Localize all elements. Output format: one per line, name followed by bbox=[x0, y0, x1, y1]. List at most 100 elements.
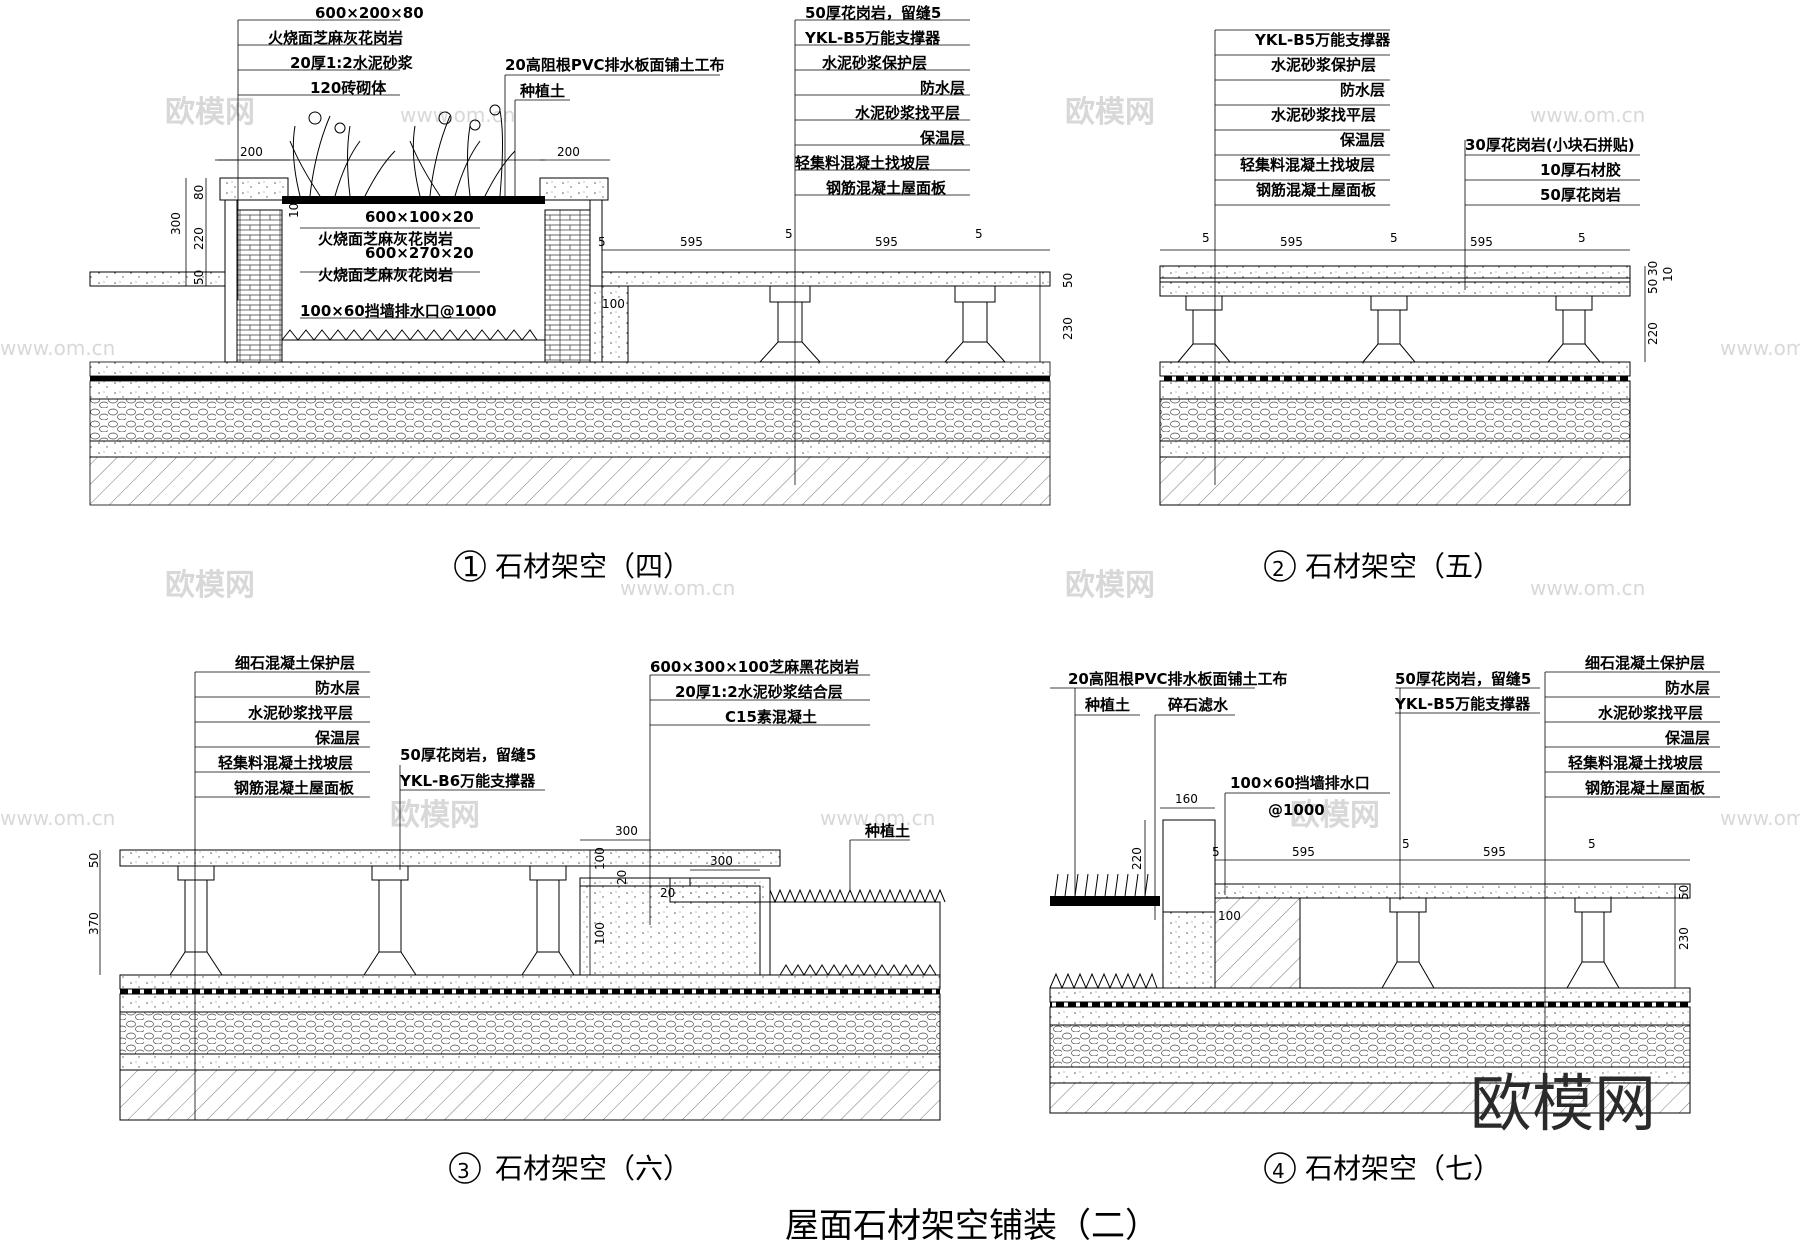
watermark-logo: 欧模网 bbox=[1470, 1067, 1656, 1140]
label-slope-layer: 轻集料混凝土找坡层 bbox=[218, 754, 353, 772]
label-slab: 钢筋混凝土屋面板 bbox=[1256, 181, 1377, 199]
leader-lines bbox=[215, 19, 970, 485]
watermarks: 欧模网 www.om.cn 欧模网 www.om.cn 欧模网 www.om.c… bbox=[0, 95, 1800, 833]
plant-symbols bbox=[289, 104, 516, 197]
dim-span: 595 bbox=[1483, 845, 1506, 859]
drainage-board bbox=[1049, 972, 1158, 990]
detail-3: 细石混凝土保护层 防水层 水泥砂浆找平层 保温层 轻集料混凝土找坡层 钢筋混凝土… bbox=[87, 654, 946, 1185]
watermark-url: www.om.cn bbox=[620, 576, 735, 600]
insulation-layer bbox=[89, 398, 1051, 442]
label-granite-slab: 50厚花岗岩，留缝5 bbox=[1395, 670, 1531, 688]
dim-gap: 5 bbox=[1390, 231, 1398, 245]
label-pedestal: YKL-B6万能支撑器 bbox=[399, 772, 536, 790]
dim-span: 595 bbox=[875, 235, 898, 249]
dim-gap: 5 bbox=[1588, 837, 1596, 851]
pedestal-support bbox=[169, 865, 575, 976]
label-pvc-drainage: 20高阻根PVC排水板面铺土工布 bbox=[505, 56, 725, 74]
planter-soil-line bbox=[1050, 896, 1160, 906]
protection-layer bbox=[89, 361, 1051, 377]
watermark-url: www.om.cn bbox=[1530, 103, 1645, 127]
protection-layer bbox=[1049, 987, 1691, 1003]
dim-span: 595 bbox=[1280, 235, 1303, 249]
dim-adhesive: 10 bbox=[1661, 267, 1675, 282]
detail-title: 石材架空（七） bbox=[1305, 1152, 1501, 1185]
waterproof-layer bbox=[1160, 376, 1630, 381]
drainage-board bbox=[779, 964, 937, 976]
dim-pedestal-height: 230 bbox=[1677, 927, 1691, 950]
label-granite-slab: 50厚花岗岩，留缝5 bbox=[400, 746, 536, 764]
detail-1: 600×200×80 火烧面芝麻灰花岗岩 20厚1:2水泥砂浆 120砖砌体 2… bbox=[89, 4, 1075, 583]
label-slope-layer: 轻集料混凝土找坡层 bbox=[795, 154, 930, 172]
detail-title: 石材架空（五） bbox=[1305, 550, 1501, 583]
dim-mosaic: 30 bbox=[1646, 261, 1660, 276]
label-slab: 钢筋混凝土屋面板 bbox=[234, 779, 355, 797]
dim-wall-cap: 100 bbox=[287, 195, 301, 218]
label-wall-stone-1-material: 火烧面芝麻灰花岗岩 bbox=[318, 230, 453, 248]
brick-wall-left bbox=[236, 209, 283, 363]
label-waterproof: 防水层 bbox=[1665, 679, 1710, 697]
concrete-slab bbox=[119, 1069, 941, 1121]
watermark-brand: 欧模网 bbox=[165, 568, 255, 603]
dim-gap: 5 bbox=[598, 235, 606, 249]
waterproof-layer bbox=[90, 376, 1050, 381]
detail-title: 石材架空（四） bbox=[495, 550, 691, 583]
label-planting-soil: 种植土 bbox=[864, 822, 910, 840]
mosaic-granite bbox=[1159, 265, 1631, 279]
detail-number-circle bbox=[454, 550, 486, 582]
watermark-url: www.om.cn bbox=[0, 336, 115, 360]
label-c15: C15素混凝土 bbox=[725, 708, 817, 726]
label-mortar-bed: 20厚1:2水泥砂浆结合层 bbox=[675, 683, 843, 701]
wall-finish bbox=[224, 199, 238, 363]
label-black-granite: 600×300×100芝麻黑花岗岩 bbox=[650, 658, 859, 676]
protection-layer bbox=[1159, 361, 1631, 377]
label-screed: 水泥砂浆找平层 bbox=[855, 104, 960, 122]
insulation-layer bbox=[1049, 1024, 1691, 1068]
dim-base-height: 100 bbox=[602, 297, 625, 311]
slope-layer bbox=[1159, 440, 1631, 458]
grass-symbol bbox=[769, 888, 946, 904]
dim-coping-left: 200 bbox=[240, 145, 263, 159]
watermark-brand: 欧模网 bbox=[390, 798, 480, 833]
dim-wall-width: 160 bbox=[1175, 792, 1198, 806]
label-coping-material: 火烧面芝麻灰花岗岩 bbox=[268, 29, 403, 47]
label-drain-outlet: 100×60挡墙排水口 bbox=[1230, 774, 1370, 792]
concrete-slab bbox=[1159, 456, 1631, 506]
label-fine-concrete: 细石混凝土保护层 bbox=[1585, 654, 1705, 672]
label-pedestal: YKL-B5万能支撑器 bbox=[1394, 695, 1531, 713]
watermark-brand: 欧模网 bbox=[165, 95, 255, 130]
label-gravel-filter: 碎石滤水 bbox=[1168, 696, 1229, 714]
granite-paving-slab bbox=[1214, 883, 1691, 899]
dim-coping-height: 80 bbox=[192, 185, 206, 200]
label-mosaic-granite: 30厚花岗岩(小块石拼贴) bbox=[1465, 136, 1635, 154]
screed-layer bbox=[119, 993, 941, 1013]
dim-slab-thickness: 50 bbox=[1677, 885, 1691, 900]
dim-step-mortar: 20 bbox=[660, 886, 675, 900]
dim-span: 595 bbox=[680, 235, 703, 249]
label-pvc-drainage: 20高阻根PVC排水板面铺土工布 bbox=[1068, 670, 1288, 688]
concrete-slab bbox=[89, 456, 1051, 506]
label-wall-stone-2-material: 火烧面芝麻灰花岗岩 bbox=[318, 266, 453, 284]
waterproof-layer bbox=[1050, 1002, 1690, 1007]
detail-title: 石材架空（六） bbox=[495, 1152, 691, 1185]
dim-gap: 5 bbox=[975, 227, 983, 241]
label-screed: 水泥砂浆找平层 bbox=[1271, 106, 1376, 124]
dim-mortar-thickness: 20 bbox=[615, 870, 629, 885]
insulation-layer bbox=[1159, 398, 1631, 442]
detail-number: 1 bbox=[462, 550, 480, 583]
pedestal-support bbox=[1381, 897, 1620, 989]
waterproof-layer bbox=[120, 989, 940, 994]
granite-base-slab bbox=[1159, 281, 1631, 297]
label-insulation: 保温层 bbox=[1664, 729, 1710, 747]
dim-overall-height: 370 bbox=[87, 912, 101, 935]
dim-gap: 5 bbox=[1578, 231, 1586, 245]
granite-paving-slab bbox=[601, 271, 1051, 287]
dim-slab-thickness: 50 bbox=[1061, 273, 1075, 288]
dim-curb-height: 100 bbox=[593, 847, 607, 870]
label-drain-spacing: @1000 bbox=[1268, 801, 1325, 819]
watermark-brand: 欧模网 bbox=[1065, 568, 1155, 603]
watermark-brand: 欧模网 bbox=[1290, 798, 1380, 833]
watermark-url: www.om.cn bbox=[1720, 336, 1800, 360]
dim-total-height: 300 bbox=[169, 212, 183, 235]
grass-symbol bbox=[1054, 873, 1149, 897]
